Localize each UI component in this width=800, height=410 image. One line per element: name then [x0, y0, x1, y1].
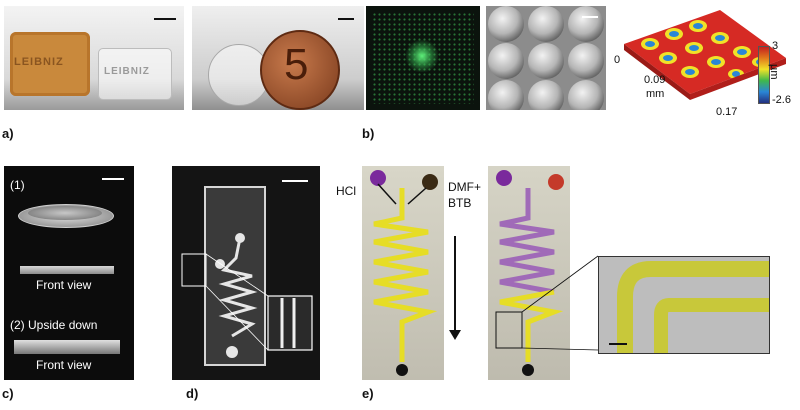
- stacked-discs-photo: (1) Front view (2) Upside down Front vie…: [4, 166, 134, 380]
- coin-original: 5: [260, 30, 340, 110]
- mixer-photo-after: [488, 166, 570, 380]
- biscuit-original-text: LEIBNIZ: [14, 56, 64, 68]
- zoom-line: [205, 253, 269, 297]
- surface-side: [624, 44, 690, 100]
- panel-label-d: d): [186, 386, 199, 401]
- coin-photo: 5: [192, 6, 364, 110]
- axis-tick-2: 0.17: [716, 106, 738, 118]
- surface-bumps: [641, 20, 768, 79]
- axis-tick-1: 0.09: [644, 74, 666, 86]
- biscuit-photo: LEIBNIZ LEIBNIZ: [4, 6, 184, 110]
- zoom-box: [495, 311, 523, 349]
- chip-inlet: [215, 259, 225, 269]
- reagent-btb-label: BTB: [448, 196, 472, 210]
- microfluidic-chip-photo: [172, 166, 320, 380]
- chip-channel: [218, 237, 258, 338]
- meander-channel-yellow: [499, 289, 564, 362]
- inlet-hcl: [370, 170, 386, 186]
- central-spot: [406, 40, 438, 72]
- flow-direction-arrow: [454, 236, 456, 332]
- chip-block: [204, 186, 266, 366]
- colorbar: [758, 46, 770, 104]
- meander-channel: [373, 188, 438, 362]
- step-1-label: (1): [10, 178, 25, 192]
- surface-base: [624, 10, 786, 94]
- channel-closeup-photo: [598, 256, 770, 354]
- colorbar-unit-label: µm: [768, 64, 780, 80]
- surface-plot-svg: [624, 10, 786, 100]
- biscuit-replica: LEIBNIZ: [98, 48, 172, 100]
- zoom-line: [205, 285, 269, 351]
- axis-unit-label: mm: [646, 88, 665, 100]
- front-view-label-2: Front view: [36, 358, 92, 372]
- panel-label-e: e): [362, 386, 374, 401]
- reagent-dmf-label: DMF+: [448, 180, 481, 194]
- coin-digit: 5: [284, 40, 309, 89]
- lens-grid: [488, 6, 604, 110]
- panel-label-c: c): [2, 386, 14, 401]
- biscuit-replica-text: LEIBNIZ: [104, 66, 150, 77]
- scale-bar: [582, 16, 598, 18]
- outlet: [396, 364, 408, 376]
- zoom-inset: [267, 295, 313, 351]
- front-view-label-1: Front view: [36, 278, 92, 292]
- scale-bar: [609, 343, 627, 345]
- closeup-channel: [617, 261, 769, 353]
- surface-height-plot: 3 -2.6 µm 0 0.09 mm 0.17: [610, 2, 800, 124]
- axis-tick-0: 0: [614, 54, 621, 66]
- meander-channel-purple: [499, 188, 555, 295]
- disc-front-1: [20, 266, 114, 274]
- diffraction-pattern-photo: [366, 6, 480, 110]
- reagent-hcl-label: HCl: [336, 184, 356, 198]
- disc-front-2: [14, 340, 120, 354]
- coin-replica: [208, 44, 270, 106]
- scale-bar: [102, 178, 124, 180]
- disc-stack-mid: [28, 206, 102, 220]
- panel-label-a: a): [2, 126, 14, 141]
- microlens-array-photo: [486, 6, 606, 110]
- step-2-label: (2) Upside down: [10, 318, 98, 332]
- flow-direction-arrowhead: [449, 330, 461, 340]
- chip-inlet: [235, 233, 245, 243]
- inlet-dmf: [422, 174, 438, 190]
- biscuit-original: LEIBNIZ: [10, 32, 90, 96]
- chip-outlet: [226, 346, 238, 358]
- scale-bar: [338, 18, 354, 20]
- zoom-box: [181, 253, 207, 287]
- colorbar-min-label: -2.6: [772, 94, 791, 106]
- colorbar-max-label: 3: [772, 40, 779, 52]
- panel-label-b: b): [362, 126, 375, 141]
- scale-bar: [282, 180, 308, 182]
- scale-bar: [154, 18, 176, 20]
- mixer-photo-before: [362, 166, 444, 380]
